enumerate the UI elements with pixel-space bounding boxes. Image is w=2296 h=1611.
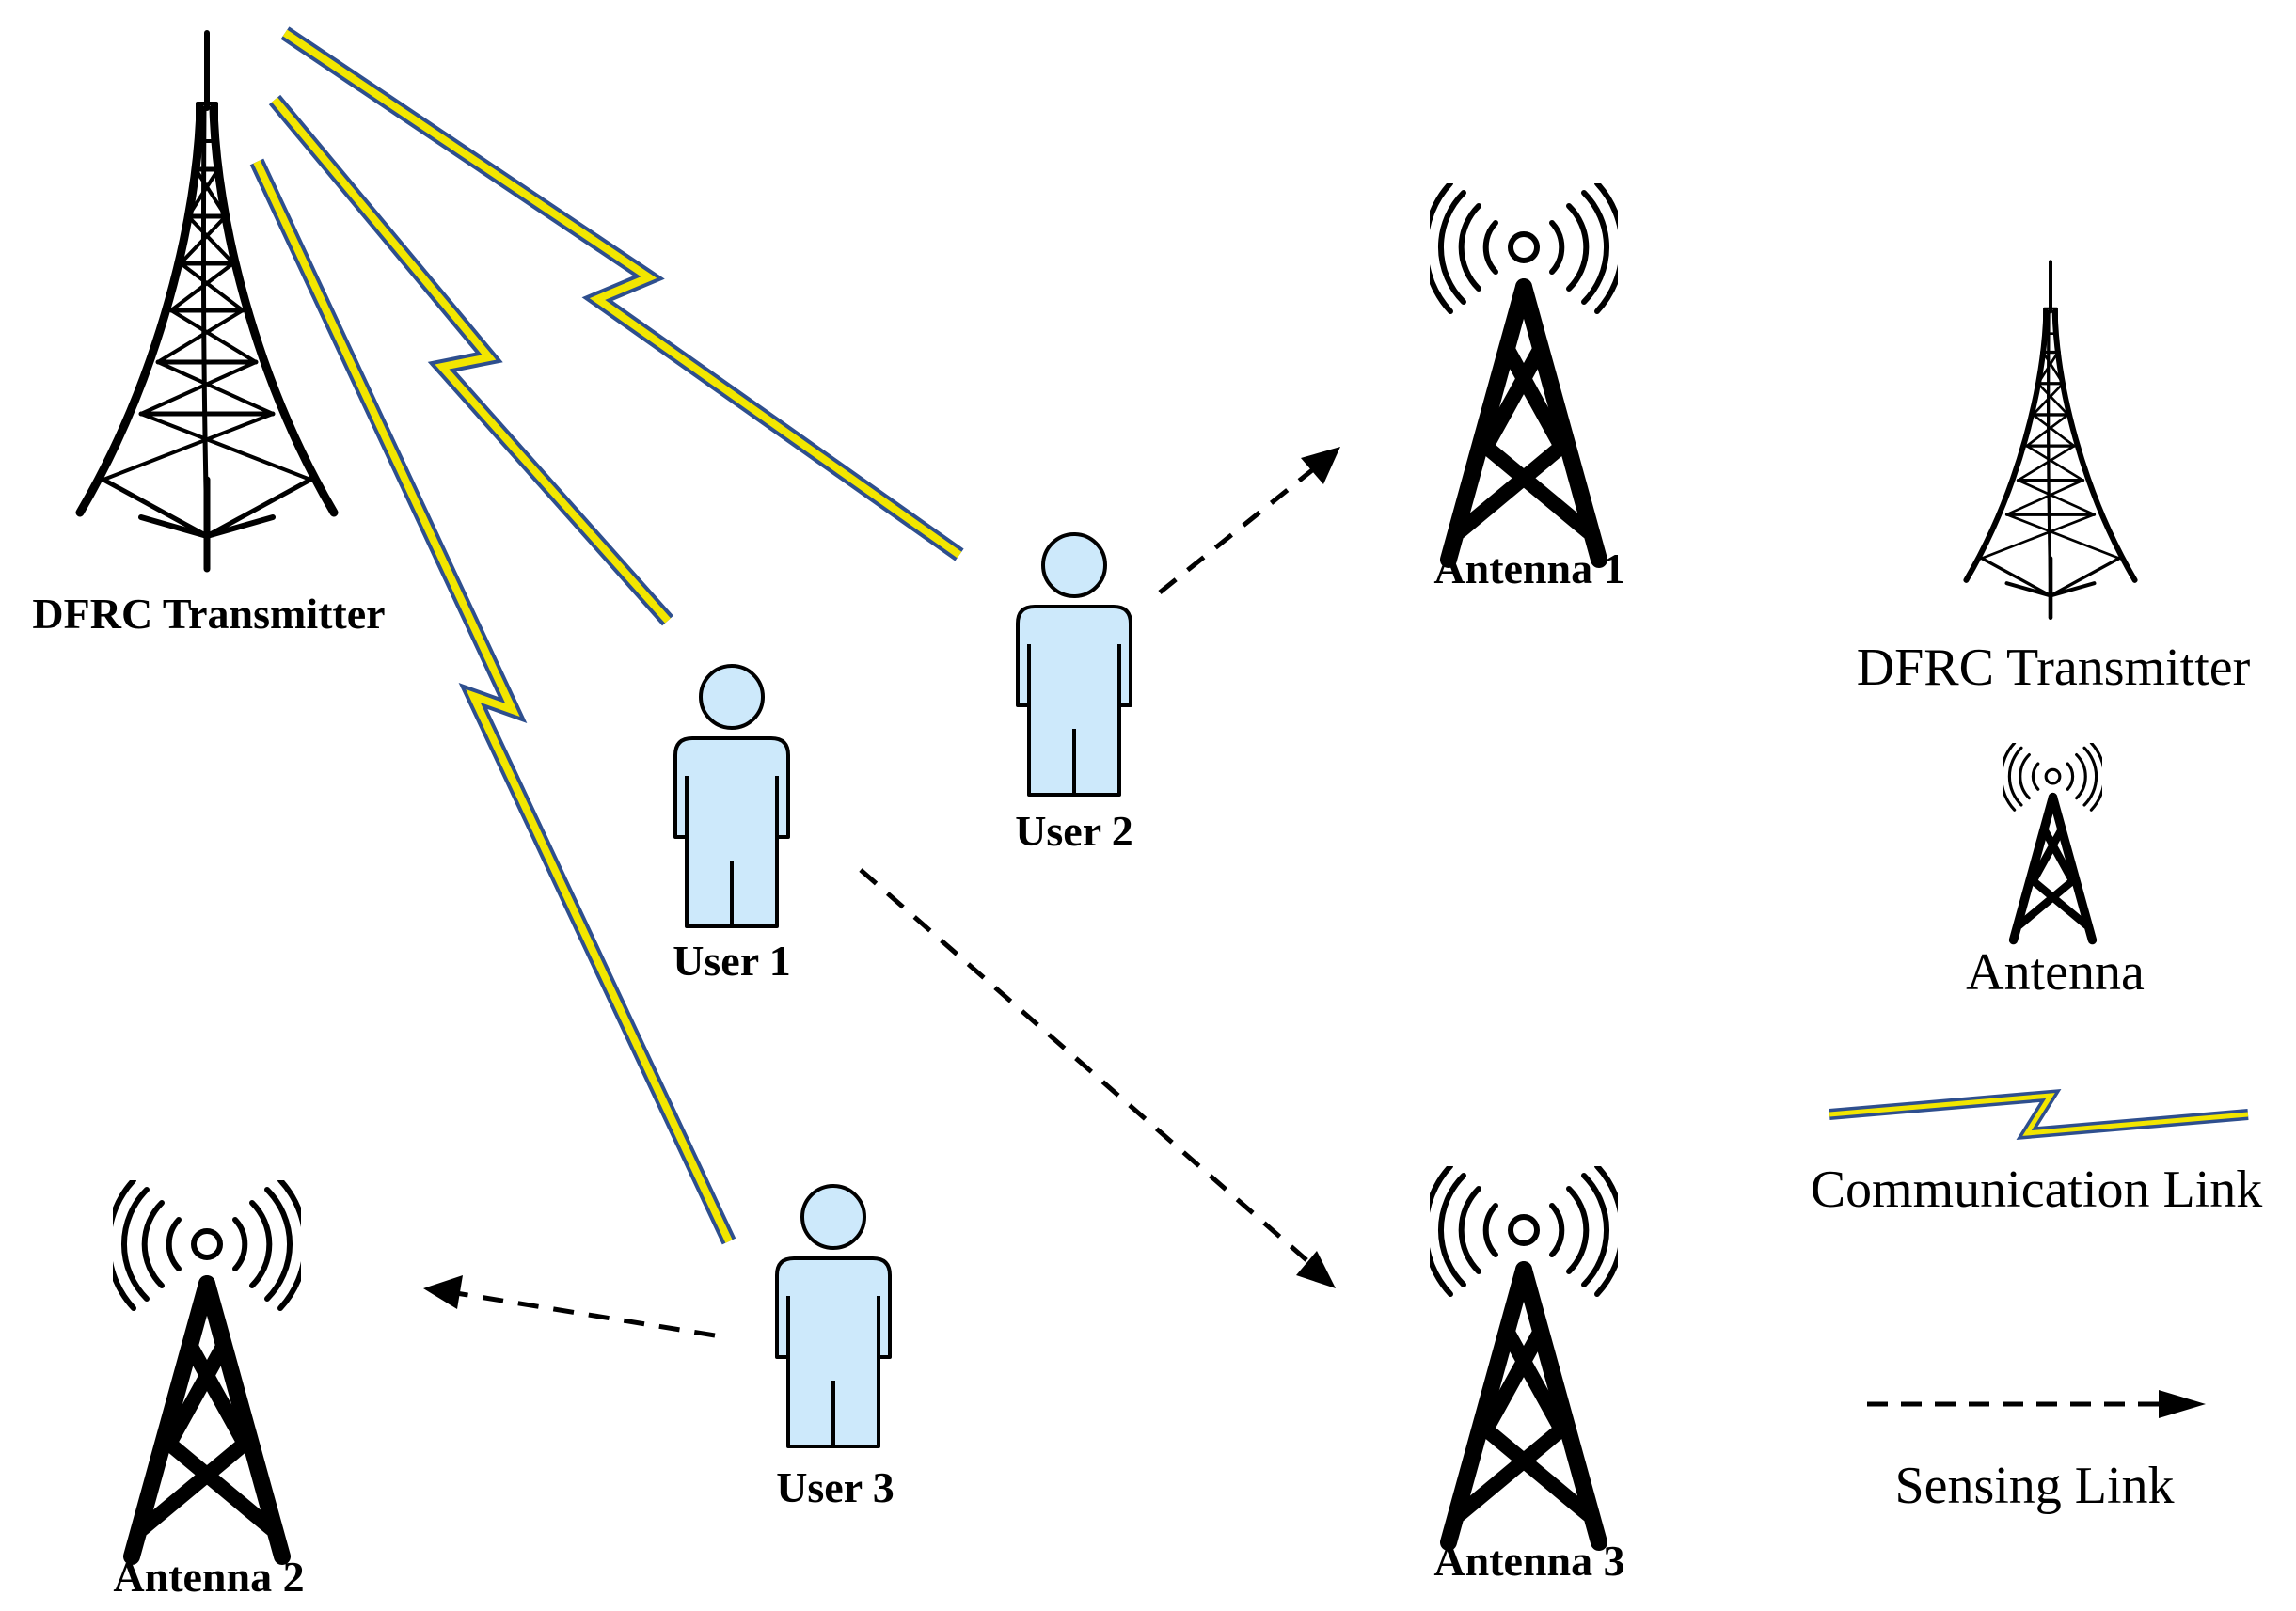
- dfrc-transmitter: DFRC Transmitter: [32, 33, 386, 638]
- arrowhead-antenna3: [1296, 1251, 1336, 1288]
- antenna-1: Antenna 1: [1425, 183, 1625, 592]
- arrowhead-antenna1: [1301, 447, 1340, 484]
- user1-label: User 1: [673, 937, 791, 985]
- legend-transmitter-label: DFRC Transmitter: [1857, 639, 2251, 697]
- radio-antenna-icon: [1425, 1166, 1622, 1542]
- antenna-3: Antenna 3: [1425, 1166, 1625, 1585]
- lattice-tower-icon: [1966, 261, 2134, 617]
- communication-link-user1: [268, 94, 673, 626]
- sensing-link-user3-antenna2: [455, 1290, 716, 1338]
- legend-sensing-link-label: Sensing Link: [1894, 1457, 2174, 1515]
- antenna2-label: Antenna 2: [113, 1553, 304, 1601]
- user-3: User 3: [775, 1184, 895, 1511]
- sensing-links: [455, 468, 1314, 1338]
- sensing-link-user1-antenna3: [859, 868, 1314, 1267]
- antenna1-label: Antenna 1: [1433, 545, 1624, 592]
- user-1: User 1: [673, 664, 791, 985]
- legend-antenna-label: Antenna: [1966, 943, 2145, 1002]
- user-2: User 2: [1015, 532, 1133, 855]
- legend-communication-link: Communication Link: [1811, 1089, 2263, 1219]
- legend-transmitter: DFRC Transmitter: [1857, 261, 2251, 697]
- user2-label: User 2: [1015, 807, 1133, 855]
- communication-link-user3: [249, 158, 736, 1245]
- radio-antenna-icon: [1425, 183, 1622, 560]
- transmitter-label: DFRC Transmitter: [32, 590, 385, 638]
- arrowhead-antenna2: [423, 1275, 463, 1309]
- lattice-tower-icon: [80, 33, 334, 569]
- radio-antenna-icon: [108, 1180, 305, 1556]
- person-icon: [673, 664, 790, 928]
- person-icon: [1016, 532, 1132, 797]
- antenna3-label: Antenna 3: [1433, 1537, 1624, 1585]
- legend-sensing-link: Sensing Link: [1867, 1390, 2206, 1515]
- antenna-2: Antenna 2: [108, 1180, 305, 1601]
- communication-link-user2: [280, 26, 964, 561]
- communication-links: [249, 26, 964, 1245]
- sensing-arrowheads: [423, 447, 1340, 1309]
- radio-antenna-icon: [2002, 743, 2105, 940]
- sensing-link-user2-antenna1: [1158, 468, 1314, 594]
- user3-label: User 3: [776, 1463, 895, 1511]
- legend-communication-link-label: Communication Link: [1811, 1161, 2263, 1219]
- legend-arrowhead: [2159, 1390, 2206, 1418]
- person-icon: [775, 1184, 892, 1448]
- legend: DFRC Transmitter Antenna Communication L…: [1811, 261, 2263, 1515]
- legend-antenna: Antenna: [1966, 743, 2145, 1002]
